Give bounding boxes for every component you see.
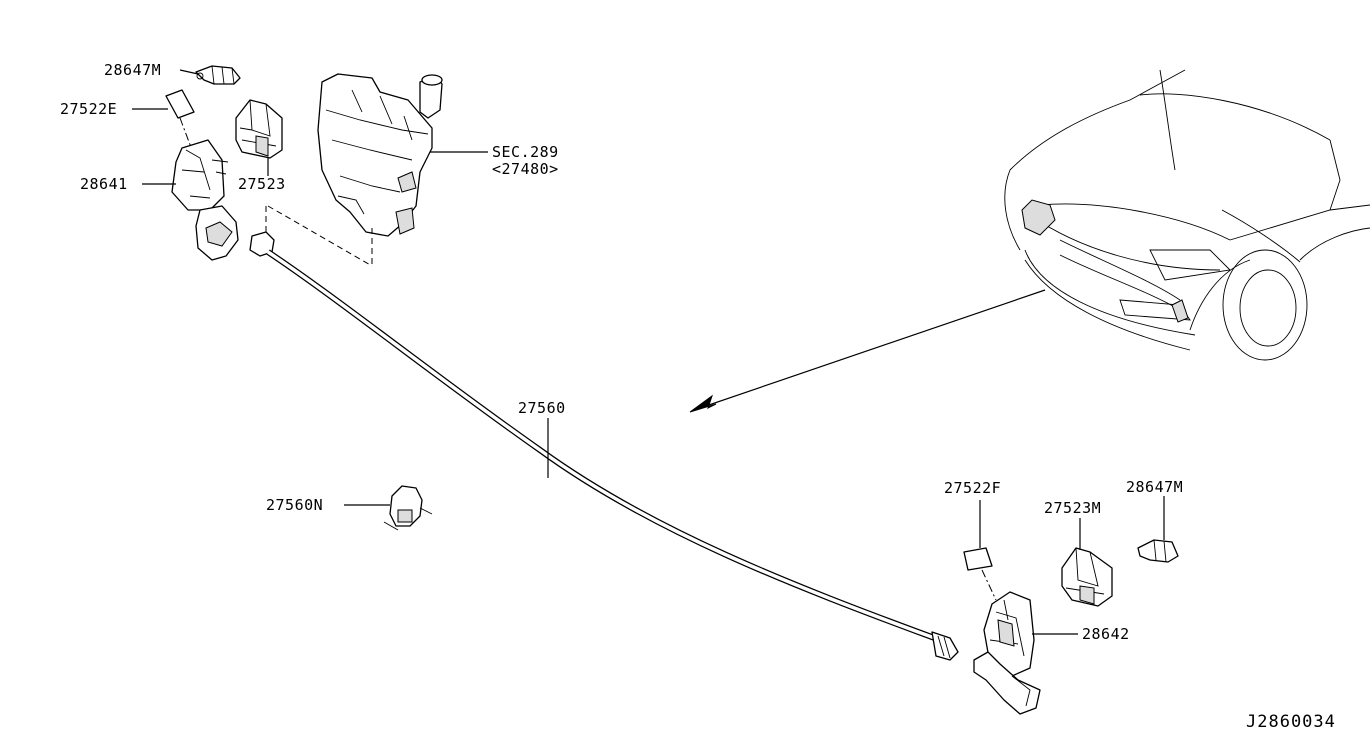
part-27560N-clip bbox=[383, 485, 433, 531]
part-27523-bracket bbox=[235, 99, 283, 159]
label-27522F: 27522F bbox=[944, 479, 1002, 497]
label-28647M-top: 28647M bbox=[104, 61, 162, 79]
label-27523M: 27523M bbox=[1044, 499, 1102, 517]
part-27522F-cap bbox=[963, 500, 997, 601]
part-27522E-cap bbox=[165, 89, 195, 151]
leader-28647M-top bbox=[179, 69, 199, 75]
part-28641-nozzle bbox=[171, 139, 239, 261]
label-27560N: 27560N bbox=[266, 496, 324, 514]
label-27522E: 27522E bbox=[60, 100, 118, 118]
label-27523: 27523 bbox=[238, 175, 286, 193]
label-28642: 28642 bbox=[1082, 625, 1130, 643]
part-28642-nozzle bbox=[973, 591, 1041, 715]
diagram-id: J2860034 bbox=[1246, 712, 1336, 732]
washer-tank-sec289 bbox=[317, 73, 443, 237]
label-28647M-bottom: 28647M bbox=[1126, 478, 1184, 496]
label-28641: 28641 bbox=[80, 175, 128, 193]
label-sec289: SEC.289 bbox=[492, 143, 559, 161]
label-27560: 27560 bbox=[518, 399, 566, 417]
reference-arrow bbox=[689, 289, 1046, 413]
car-front-illustration bbox=[1004, 69, 1370, 361]
part-28647M-top bbox=[195, 65, 241, 85]
part-27560-hose bbox=[249, 231, 959, 661]
dashed-link-a bbox=[267, 205, 373, 267]
label-sec289-sub: <27480> bbox=[492, 160, 559, 178]
part-27523M-bracket bbox=[1061, 518, 1113, 607]
part-28647M-bottom bbox=[1137, 496, 1179, 563]
